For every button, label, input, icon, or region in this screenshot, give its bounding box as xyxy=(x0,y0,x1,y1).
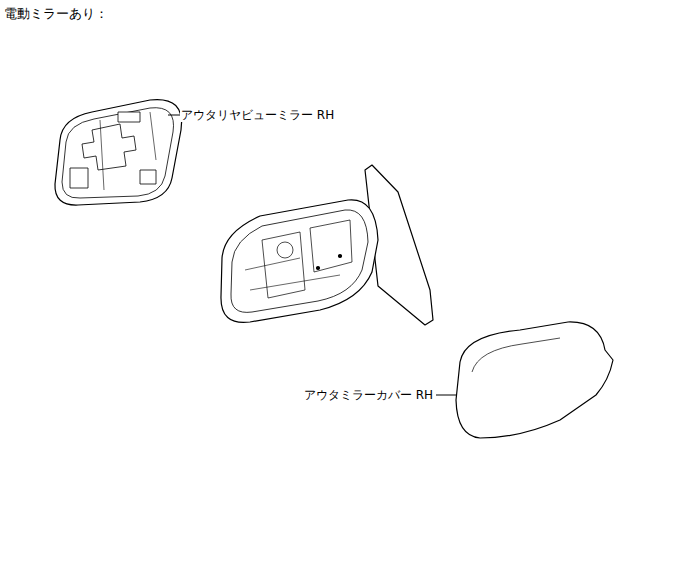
part-name: アウタリヤビューミラー RH xyxy=(180,108,335,122)
part-name: アウタミラーカバー RH xyxy=(303,388,434,402)
page-title: 電動ミラーあり： xyxy=(3,6,109,22)
